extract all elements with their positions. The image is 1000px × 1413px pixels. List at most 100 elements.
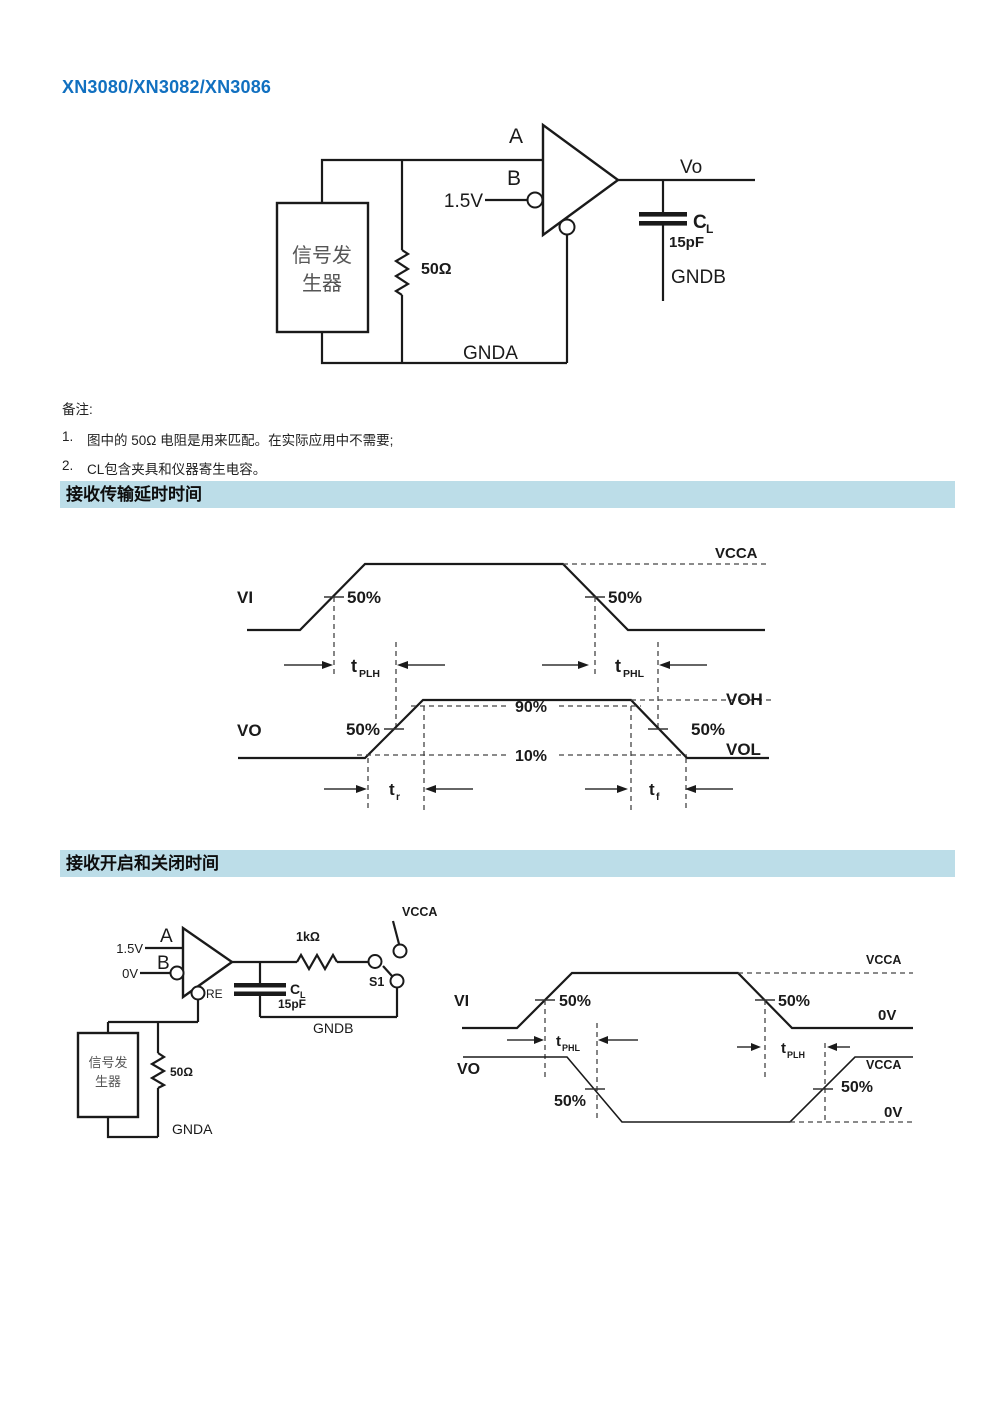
fifty-pct-label: 50% [841, 1079, 873, 1096]
tphl-measure [542, 661, 707, 669]
vref-label: 1.5V [116, 941, 143, 956]
receiver-triangle [181, 925, 235, 1000]
tphl-label-sub: PHL [623, 668, 645, 680]
propagation-delay-timing-diagram: VI VCCA 50% 50% t PLH t PHL [237, 545, 775, 812]
match-resistor-label: 50Ω [170, 1065, 193, 1079]
cap-name-sub: L [300, 990, 306, 1000]
ninety-pct-label: 90% [515, 699, 547, 716]
re-label: RE [206, 987, 223, 1001]
tphl-label: t [556, 1033, 561, 1050]
dashed-verticals [544, 1000, 826, 1123]
page-title: XN3080/XN3082/XN3086 [62, 77, 272, 97]
tf-measure [585, 785, 733, 793]
vo-waveform [238, 698, 769, 760]
tr-label-sub: r [396, 791, 400, 803]
tphl-label: t [615, 656, 621, 676]
s1-label: S1 [369, 975, 384, 989]
signal-generator-box [76, 1031, 140, 1119]
fifty-pct-label: 50% [554, 1093, 586, 1110]
section-header-propagation-delay: 接收传输延时时间 [60, 481, 955, 508]
vref-label: 1.5V [444, 191, 483, 212]
fifty-pct-label: 50% [347, 588, 381, 607]
pin-a-label: A [160, 926, 173, 947]
vo-waveform [463, 1056, 913, 1123]
input-b-bubble [169, 965, 185, 981]
tphl-label-sub: PHL [562, 1043, 581, 1053]
note-number: 2. [62, 458, 74, 473]
vcca-contact [392, 943, 408, 959]
pin-b-label: B [507, 167, 521, 190]
signal-generator-label-2: 生器 [302, 272, 342, 295]
s1-contact [389, 973, 405, 989]
fifty-pct-label: 50% [346, 720, 380, 739]
gndb-label: GNDB [671, 267, 726, 288]
match-resistor-label: 50Ω [421, 261, 452, 278]
notes-block: 备注: 1. 图中的 50Ω 电阻是用来匹配。在实际应用中不需要; 2. CL包… [62, 398, 393, 487]
vo-label: Vo [680, 157, 702, 178]
fifty-pct-label: 50% [778, 993, 810, 1010]
tplh-label: t [781, 1040, 786, 1057]
pin-b-label: B [157, 953, 170, 974]
pin-a-label: A [509, 125, 523, 148]
note-item: 1. 图中的 50Ω 电阻是用来匹配。在实际应用中不需要; [62, 429, 393, 449]
cap-name-label: C [290, 981, 300, 997]
vcca-label: VCCA [866, 953, 901, 967]
switch-pole-contact [367, 954, 383, 969]
capacitor-plate [639, 212, 687, 217]
zero-v-label: 0V [884, 1104, 902, 1121]
tplh-measure [284, 661, 445, 669]
tplh-label-sub: PLH [359, 668, 380, 680]
tplh-measure [737, 1043, 850, 1051]
dashed-verticals [367, 706, 687, 812]
gnda-label: GNDA [172, 1121, 213, 1137]
fifty-pct-label: 50% [559, 993, 591, 1010]
cap-value-label: 15pF [669, 234, 704, 251]
re-enable-bubble [190, 985, 206, 1001]
capacitor-plate [234, 983, 286, 988]
vi-waveform [247, 562, 765, 632]
tr-measure [324, 785, 473, 793]
enable-bubble [558, 218, 576, 236]
vi-waveform [462, 971, 913, 1030]
cap-name-sub: L [706, 222, 713, 236]
vcca-label: VCCA [866, 1058, 901, 1072]
tplh-label-sub: PLH [787, 1050, 805, 1060]
note-number: 1. [62, 429, 74, 444]
tr-label: t [389, 780, 395, 799]
vi-label: VI [237, 588, 253, 607]
circuit1-wires [320, 158, 755, 365]
cap-value-label: 15pF [278, 997, 306, 1011]
note-item: 2. CL包含夹具和仪器寄生电容。 [62, 458, 393, 478]
tplh-label: t [351, 656, 357, 676]
vo-label: VO [237, 721, 262, 740]
vcca-label: VCCA [715, 545, 758, 562]
input-b-bubble [526, 191, 544, 209]
fifty-pct-label: 50% [608, 588, 642, 607]
signal-generator-label-2: 生器 [95, 1074, 121, 1089]
vol-label: VOL [726, 740, 761, 759]
tf-label: t [649, 780, 655, 799]
enable-disable-test-circuit: A B 1.5V 0V RE C L 15pF 1kΩ VCCA S1 GNDB… [76, 905, 437, 1139]
dashed-verticals [333, 597, 659, 728]
capacitor-plate [234, 991, 286, 996]
section-header-enable-disable: 接收开启和关闭时间 [60, 850, 955, 877]
enable-disable-timing-diagram: VI VCCA 0V 50% 50% t PHL t PLH VO 50% 50… [454, 953, 913, 1123]
top-test-circuit-diagram: 信号发 生器 A B 1.5V Vo C L 15pF GNDB GNDA 50… [275, 122, 755, 365]
signal-generator-label-1: 信号发 [88, 1055, 127, 1070]
gnda-label: GNDA [463, 343, 518, 364]
voh-label: VOH [726, 690, 763, 709]
cap-name-label: C [693, 212, 707, 233]
signal-generator-box [275, 201, 370, 334]
capacitor-plate [639, 221, 687, 226]
r1k-label: 1kΩ [296, 930, 320, 944]
notes-heading: 备注: [62, 402, 93, 417]
fifty-pct-label: 50% [691, 720, 725, 739]
tf-label-sub: f [656, 791, 660, 803]
vi-label: VI [454, 993, 469, 1010]
signal-generator-label-1: 信号发 [292, 244, 352, 267]
vo-label: VO [457, 1061, 480, 1078]
note-text: CL包含夹具和仪器寄生电容。 [87, 462, 267, 477]
vcca-label: VCCA [402, 905, 437, 919]
zero-v-label: 0V [878, 1007, 896, 1024]
